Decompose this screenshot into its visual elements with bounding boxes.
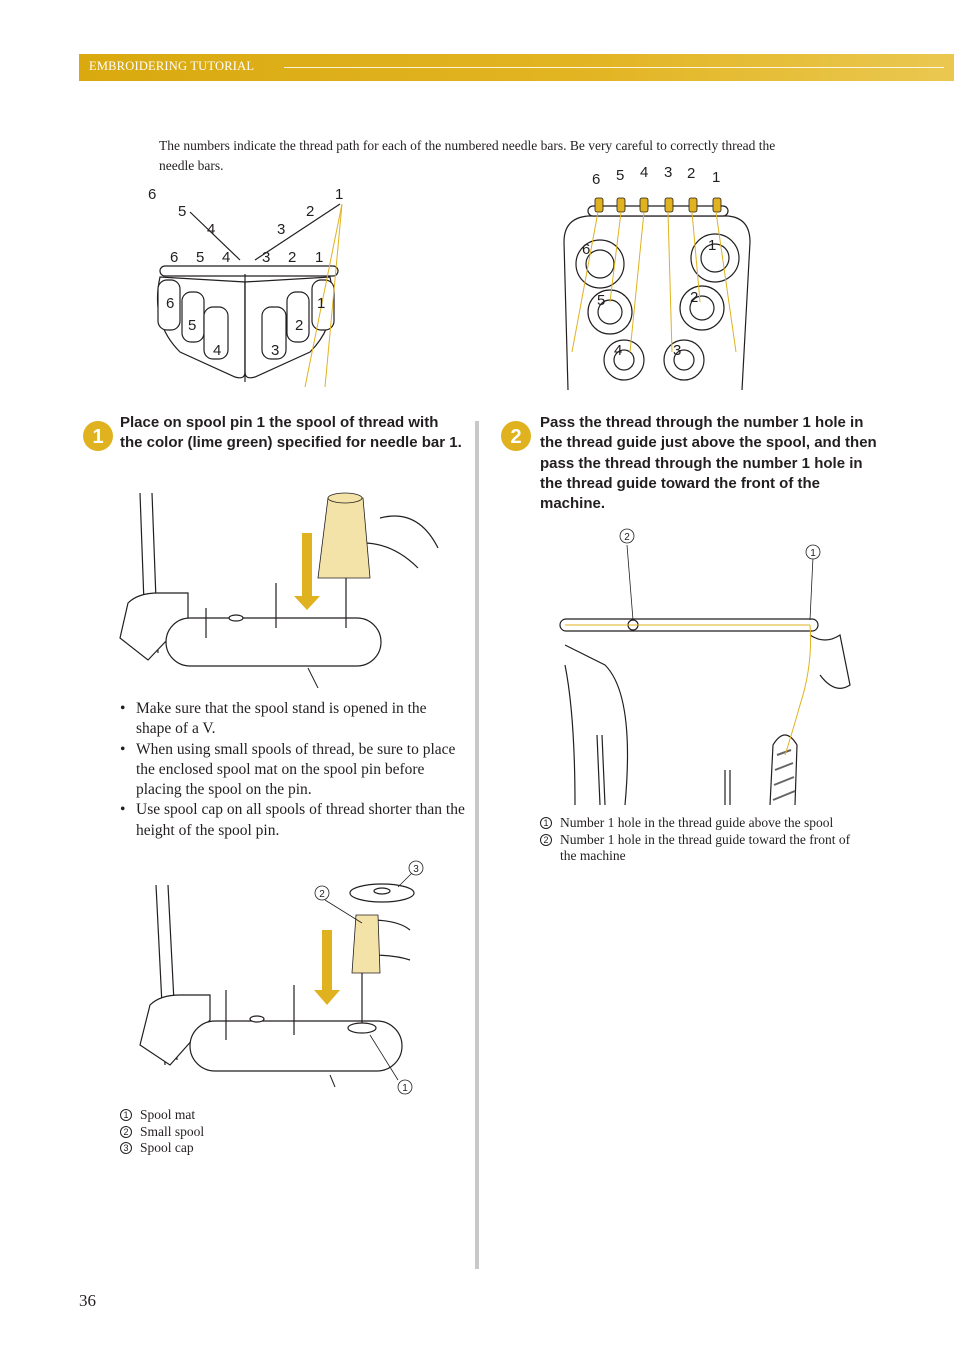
step-2-number: 2 bbox=[510, 426, 521, 448]
legend-number: 2 bbox=[540, 833, 552, 846]
section-title: EMBROIDERING TUTORIAL bbox=[89, 59, 255, 73]
note-item: Use spool cap on all spools of thread sh… bbox=[120, 800, 465, 841]
column-divider bbox=[475, 421, 479, 1269]
fig-bar-label-2: 2 bbox=[288, 249, 296, 266]
fig-top-label-1: 1 bbox=[335, 186, 343, 203]
fig-bar-label-6: 6 bbox=[170, 249, 178, 266]
legend-item: 3 Spool cap bbox=[120, 1140, 420, 1157]
fig-spool-label-6: 6 bbox=[166, 295, 174, 312]
callout-small-spool: 2 bbox=[319, 889, 325, 900]
legend-label: Spool mat bbox=[140, 1107, 196, 1122]
legend-number: 1 bbox=[540, 817, 552, 829]
fig-spool-label-5: 5 bbox=[188, 317, 196, 334]
fig-top-label-4: 4 bbox=[207, 221, 215, 238]
callout-guide-above-spool: 1 bbox=[810, 548, 816, 559]
step-1-notes: Make sure that the spool stand is opened… bbox=[120, 699, 465, 841]
legend-number: 3 bbox=[120, 1142, 132, 1154]
legend-item: 2 Small spool bbox=[120, 1124, 420, 1141]
figure-legend-left: 1 Spool mat 2 Small spool 3 Spool cap bbox=[120, 1107, 420, 1157]
place-spool-figure bbox=[119, 492, 439, 688]
legend-number: 2 bbox=[120, 1125, 132, 1138]
fig-top-label-6: 6 bbox=[148, 186, 156, 203]
callout-guide-front: 2 bbox=[624, 532, 630, 543]
step-1-number: 1 bbox=[92, 426, 103, 448]
machine-top-label-2: 2 bbox=[687, 165, 695, 182]
legend-label: Number 1 hole in the thread guide toward… bbox=[560, 831, 851, 864]
legend-item: 1 Number 1 hole in the thread guide abov… bbox=[540, 815, 860, 832]
legend-item: 2 Number 1 hole in the thread guide towa… bbox=[540, 832, 860, 865]
machine-spool-label-5: 5 bbox=[597, 292, 605, 309]
machine-top-label-5: 5 bbox=[616, 167, 624, 184]
machine-top-label-3: 3 bbox=[664, 164, 672, 181]
fig-bar-label-3: 3 bbox=[262, 249, 270, 266]
fig-spool-label-1: 1 bbox=[317, 295, 325, 312]
step-2-badge: 2 bbox=[501, 421, 531, 451]
machine-spool-label-6: 6 bbox=[582, 241, 590, 258]
legend-label: Spool cap bbox=[140, 1140, 194, 1155]
step-1-badge: 1 bbox=[83, 421, 113, 451]
fig-top-label-3: 3 bbox=[277, 221, 285, 238]
header-rule bbox=[284, 67, 944, 68]
figure-legend-right: 1 Number 1 hole in the thread guide abov… bbox=[540, 815, 860, 865]
fig-bar-label-1: 1 bbox=[315, 249, 323, 266]
step-1-text: Place on spool pin 1 the spool of thread… bbox=[120, 414, 462, 452]
machine-spool-label-3: 3 bbox=[673, 342, 681, 359]
small-spool-figure: 1 2 3 bbox=[139, 860, 424, 1095]
fig-spool-label-4: 4 bbox=[213, 342, 221, 359]
page-number: 36 bbox=[79, 1291, 96, 1310]
legend-item: 1 Spool mat bbox=[120, 1107, 420, 1124]
intro-paragraph: The numbers indicate the thread path for… bbox=[159, 138, 776, 173]
fig-bar-label-4: 4 bbox=[222, 249, 230, 266]
spool-stand-numbered-figure: 6 5 4 3 2 1 6 5 4 3 2 1 6 5 4 3 2 1 bbox=[148, 186, 343, 387]
fig-bar-label-5: 5 bbox=[196, 249, 204, 266]
note-item: When using small spools of thread, be su… bbox=[120, 740, 465, 801]
fig-top-label-2: 2 bbox=[306, 203, 314, 220]
callout-spool-cap: 3 bbox=[413, 864, 419, 875]
machine-top-label-4: 4 bbox=[640, 164, 648, 181]
fig-top-label-5: 5 bbox=[178, 203, 186, 220]
machine-top-label-1: 1 bbox=[712, 169, 720, 186]
legend-label: Number 1 hole in the thread guide above … bbox=[560, 815, 834, 830]
section-header-bar: EMBROIDERING TUTORIAL bbox=[79, 54, 954, 81]
machine-top-label-6: 6 bbox=[592, 171, 600, 188]
fig-spool-label-3: 3 bbox=[271, 342, 279, 359]
machine-top-view-figure: 6 5 4 3 2 1 6 1 5 2 4 3 bbox=[563, 164, 751, 391]
legend-number: 1 bbox=[120, 1109, 132, 1121]
note-item: Make sure that the spool stand is opened… bbox=[120, 699, 465, 740]
thread-guide-figure: 2 1 bbox=[559, 528, 851, 805]
legend-label: Small spool bbox=[140, 1123, 205, 1139]
machine-spool-label-2: 2 bbox=[690, 289, 698, 306]
step-2-text: Pass the thread through the number 1 hol… bbox=[540, 414, 877, 513]
machine-spool-label-4: 4 bbox=[614, 342, 622, 359]
callout-spool-mat: 1 bbox=[402, 1083, 408, 1094]
fig-spool-label-2: 2 bbox=[295, 317, 303, 334]
machine-spool-label-1: 1 bbox=[708, 237, 716, 254]
